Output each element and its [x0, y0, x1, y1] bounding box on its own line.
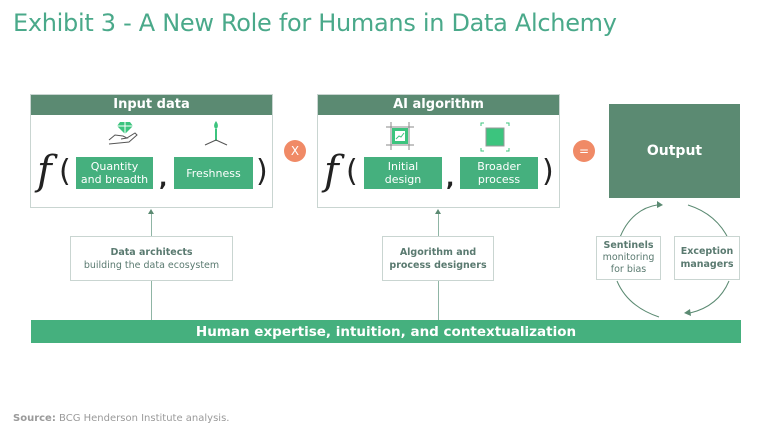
- factor-freshness: Freshness: [174, 157, 253, 189]
- factor-quantity-and-breadth: Quantity and breadth: [76, 157, 153, 189]
- arrow-up-icon: [435, 209, 441, 214]
- input-data-header: Input data: [31, 95, 272, 115]
- open-paren: (: [59, 154, 71, 189]
- close-paren: ): [256, 154, 268, 189]
- arrowhead: [657, 201, 663, 208]
- loop-arc-bottom-right: [689, 280, 730, 314]
- equals-operator: =: [573, 140, 595, 162]
- role-algorithm-designers: Algorithm and process designers: [382, 236, 494, 281]
- output-box: Output: [609, 104, 740, 198]
- blueprint-frame-icon: [386, 122, 414, 155]
- exhibit-title: Exhibit 3 - A New Role for Humans in Dat…: [13, 9, 617, 37]
- foundation-bar: Human expertise, intuition, and contextu…: [31, 320, 741, 343]
- connector-line: [151, 212, 152, 236]
- function-symbol: f: [324, 148, 339, 194]
- function-symbol: f: [37, 148, 52, 194]
- expand-square-icon: [480, 122, 510, 157]
- open-paren: (: [346, 154, 358, 189]
- connector-line: [438, 212, 439, 236]
- arrowhead: [684, 309, 691, 316]
- loop-arc-bottom-left: [616, 280, 660, 318]
- comma: ,: [446, 167, 455, 192]
- connector-line: [438, 280, 439, 320]
- close-paren: ): [542, 154, 554, 189]
- arrow-up-icon: [148, 209, 154, 214]
- factor-broader-process: Broader process: [460, 157, 538, 189]
- ai-algorithm-header: AI algorithm: [318, 95, 559, 115]
- role-sentinels: Sentinels monitoring for bias: [596, 236, 661, 280]
- comma: ,: [159, 167, 168, 192]
- connector-line: [151, 280, 152, 320]
- factor-initial-design: Initial design: [364, 157, 442, 189]
- feedback-loop: [616, 201, 730, 318]
- source-note: Source: BCG Henderson Institute analysis…: [13, 413, 230, 424]
- role-data-architects: Data architects building the data ecosys…: [70, 236, 233, 281]
- loop-arc-top-left: [618, 204, 658, 241]
- input-data-panel: Input data f ( Quantity and breadth , Fr…: [30, 94, 273, 208]
- loop-arc-top-right: [687, 204, 730, 241]
- ai-algorithm-panel: AI algorithm f ( Initial design , Broade…: [317, 94, 560, 208]
- multiply-operator: X: [284, 140, 306, 162]
- sprout-icon: [201, 119, 231, 152]
- hand-holding-gem-icon: [107, 120, 141, 151]
- role-exception-managers: Exception managers: [674, 236, 740, 280]
